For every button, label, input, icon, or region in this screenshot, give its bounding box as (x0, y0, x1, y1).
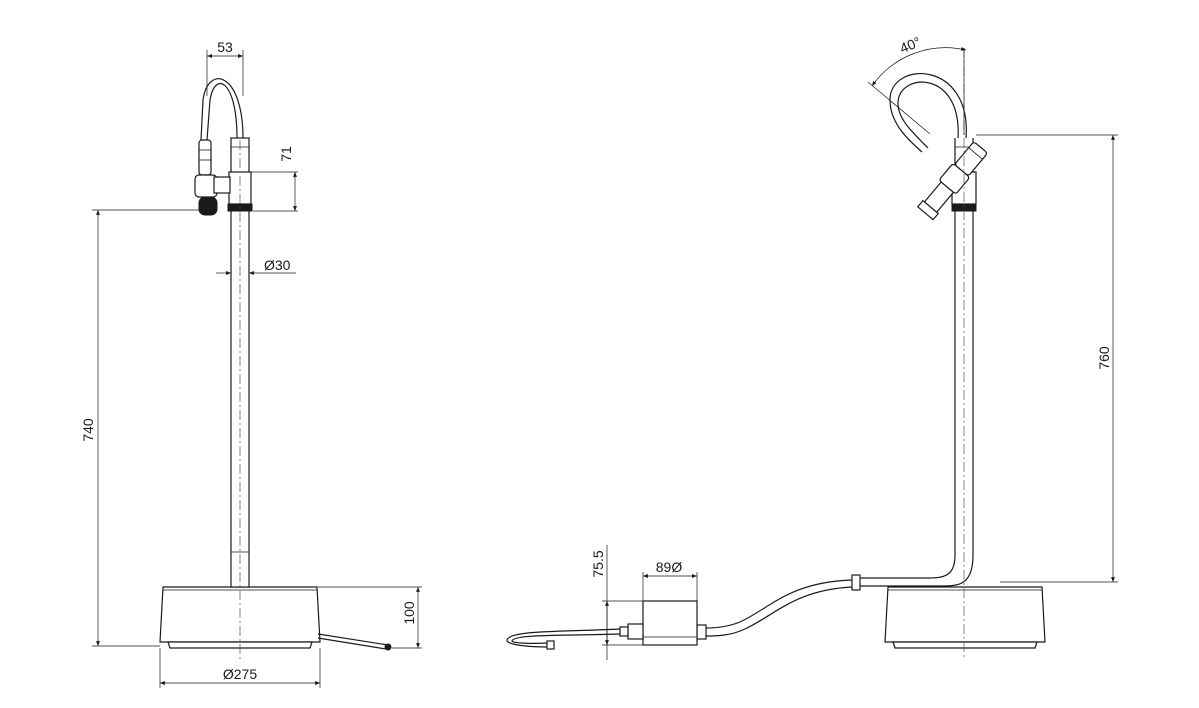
dim-total-height-right: 760 (1096, 346, 1112, 370)
dim-base-diameter: Ø275 (223, 666, 257, 682)
dim-spout-angle: 40° (897, 33, 923, 56)
dim-total-height: 740 (80, 418, 96, 442)
dim-base-height: 100 (401, 601, 417, 625)
right-dimensions: 40° 760 75.5 89Ø (590, 33, 1118, 660)
left-dimensions: 53 71 Ø30 740 100 Ø275 (80, 39, 422, 688)
right-view-faucet (506, 48, 1046, 660)
dim-box-height: 75.5 (590, 550, 606, 577)
right-spout (889, 73, 987, 221)
dim-box-width: 89Ø (656, 559, 683, 575)
right-cable-and-box (506, 579, 853, 650)
right-pipe (851, 138, 977, 591)
dim-spout-offset: 53 (217, 39, 233, 55)
right-base (884, 586, 1046, 649)
left-view-faucet (159, 78, 392, 660)
dim-pipe-diameter: Ø30 (264, 257, 291, 273)
left-base (159, 586, 392, 651)
dim-head-height: 71 (278, 146, 294, 162)
left-spout (194, 78, 244, 216)
